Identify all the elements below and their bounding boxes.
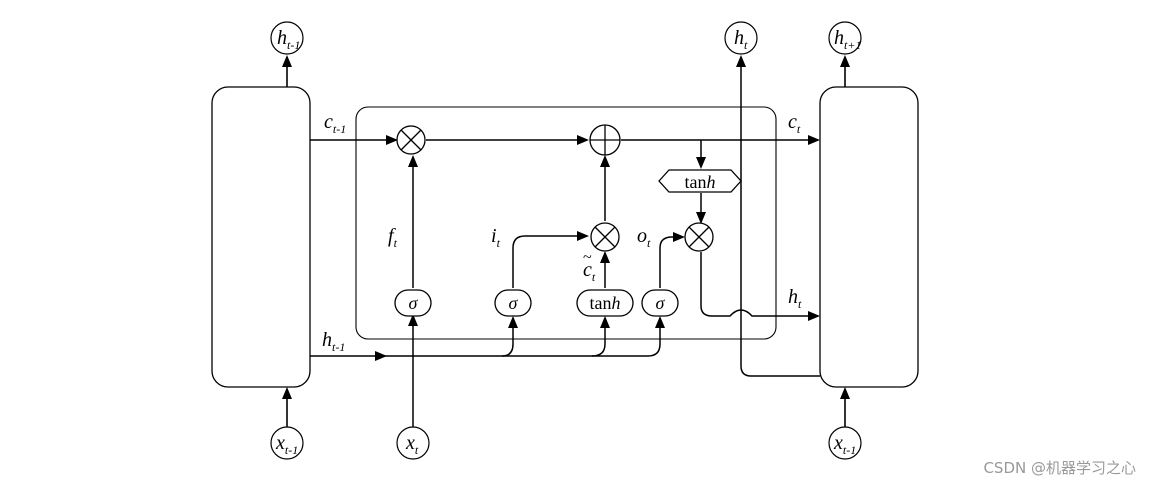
forget-gate [394,289,432,317]
bus-to-tanh-gate [591,316,610,357]
input-multiply-node [590,222,620,252]
tanh-gate [576,289,634,317]
tanh-diamond [658,169,742,193]
output-gate-label: σ [656,293,666,313]
forget-gate-label: σ [409,293,419,313]
input-gate-label: σ [509,293,519,313]
c-tilde-label: ~ ct [583,249,596,284]
svg-text:ct: ct [583,259,596,284]
x-right-label: xt-1 [833,432,856,457]
bus-to-output-gate [647,316,665,357]
c-t-label: ct [788,111,801,136]
c-prev-label: ct-1 [324,111,346,136]
h-t-top-node [724,21,758,55]
output-multiply-node [684,222,714,252]
svg-text:~: ~ [583,249,592,266]
h-next-top-node [828,21,862,55]
mult-to-ht [700,252,820,321]
x-left-label: xt-1 [275,432,298,457]
h-t-top-label: ht [734,27,748,52]
h-prev-top-label: ht-1 [277,27,300,52]
i-t-label: it [491,225,501,250]
h-prev-top-node [270,21,304,55]
tanh-diamond-label: tanh [685,172,716,192]
x-mid-label: xt [405,432,419,457]
output-gate [641,289,679,317]
h-next-top-label: ht+1 [834,27,861,52]
tanh-gate-label: tanh [590,293,621,313]
o-t-label: ot [637,225,651,250]
h-prev-in-label: ht-1 [322,329,345,354]
watermark: CSDN @机器学习之心 [983,459,1136,477]
bus-to-input-gate [501,316,518,357]
forget-multiply-node [396,125,426,155]
f-t-label: ft [388,225,398,250]
input-gate [494,289,532,317]
input-gate-to-mult [512,231,589,288]
output-gate-to-mult [659,232,685,288]
ht-to-top [736,55,820,377]
add-node [589,124,621,156]
lstm-cell-frame [355,106,777,340]
right-cell-block [819,86,919,388]
left-cell-block [211,86,311,388]
h-t-out-label: ht [788,286,802,311]
